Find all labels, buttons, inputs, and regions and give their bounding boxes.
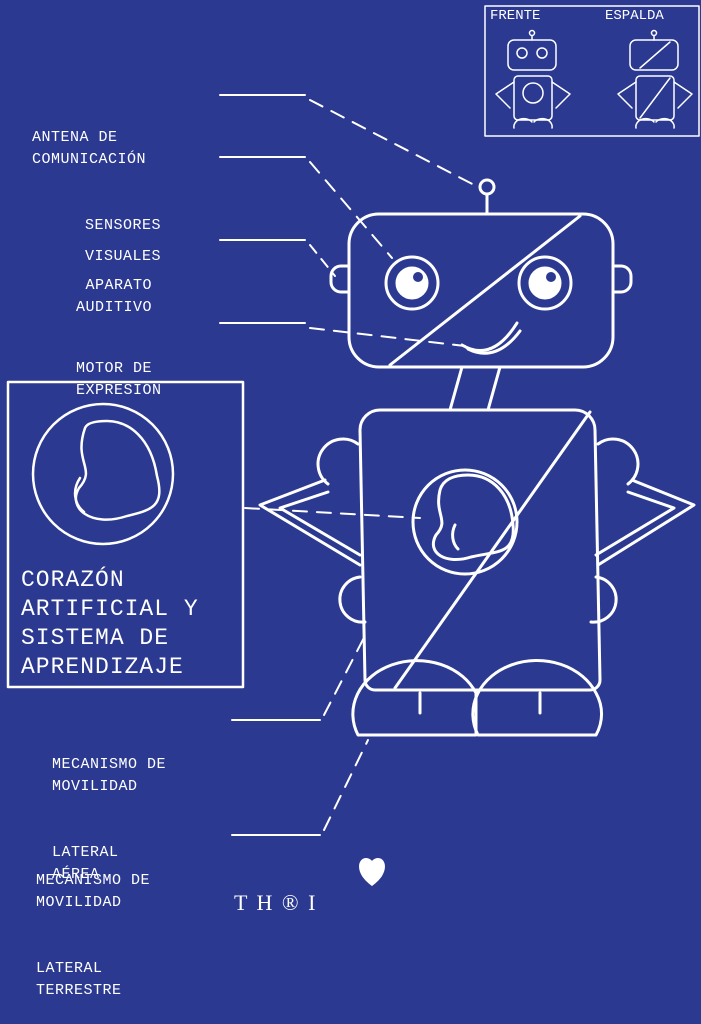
inset-back-label: ESPALDA [605, 8, 664, 24]
logo-text: T H ® I [234, 890, 318, 915]
leader-lines [219, 94, 481, 836]
left-arm [258, 437, 367, 624]
inset-front-label: FRENTE [490, 8, 541, 24]
feet [351, 659, 603, 737]
robot-body [358, 408, 602, 692]
neck [448, 365, 502, 412]
logo-heart-icon [359, 858, 385, 886]
right-arm [589, 437, 696, 624]
robot-blueprint-drawing [6, 5, 700, 886]
heart-box [6, 380, 245, 689]
antenna [478, 178, 496, 216]
inset-box [484, 5, 700, 137]
robot-head [329, 212, 633, 369]
